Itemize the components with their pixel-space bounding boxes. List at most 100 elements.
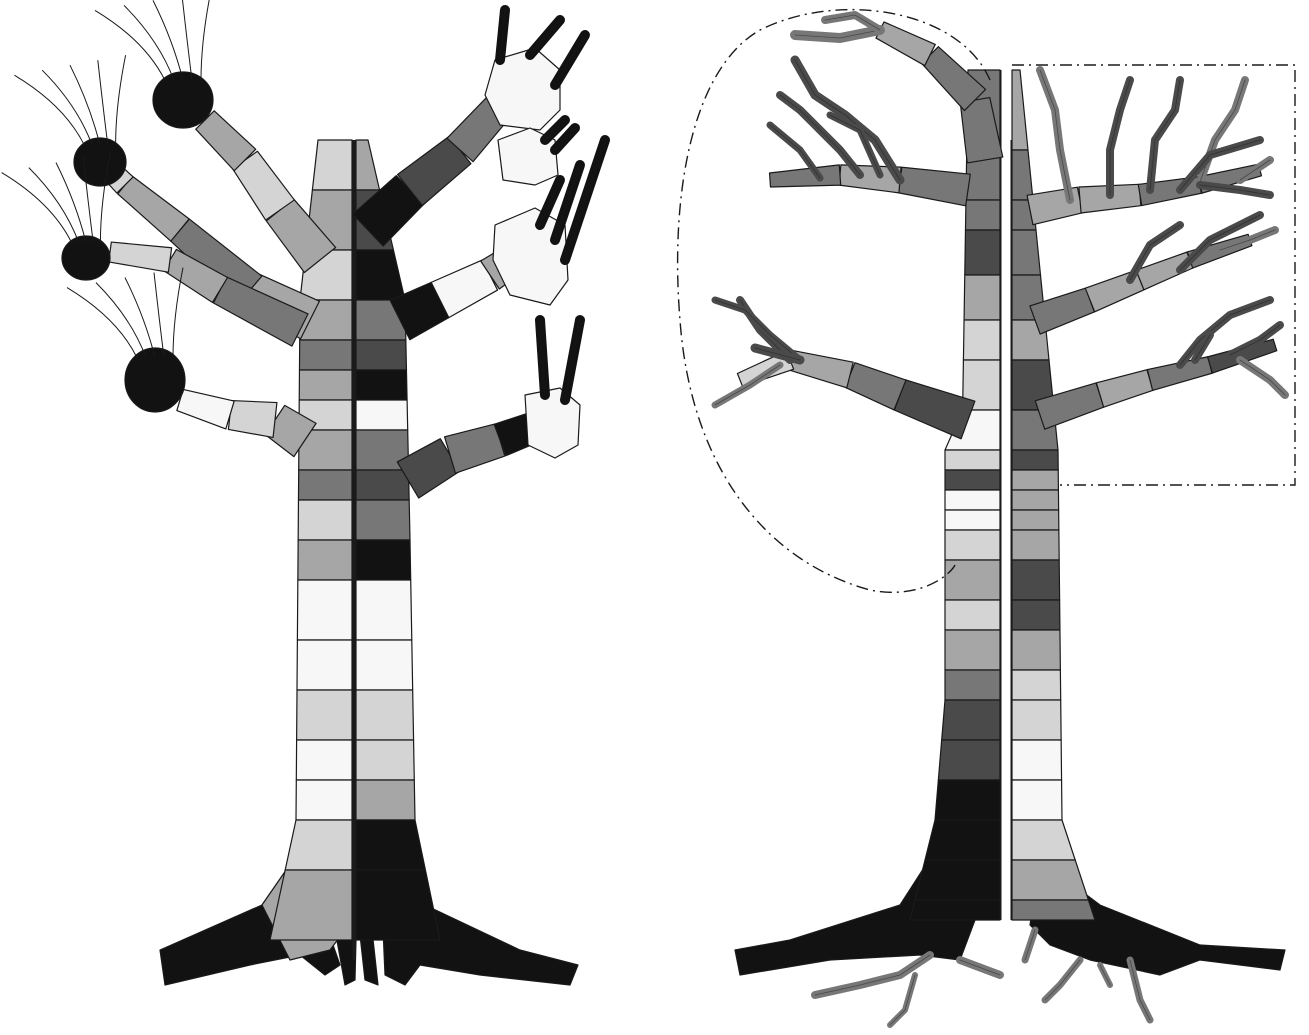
left-trunk-dark-band <box>356 640 413 690</box>
sprout-1-4 <box>116 55 126 145</box>
r-right-branch-0 <box>1027 187 1082 224</box>
r-trunk-right-band <box>1012 780 1062 820</box>
r-trunk-left-band <box>945 470 1000 490</box>
r-top-leader <box>876 22 935 66</box>
sprout-0-3 <box>182 0 192 80</box>
right-tree-panel <box>678 10 1295 1025</box>
sprout-0-0 <box>95 10 165 80</box>
left-trunk-light-band <box>270 870 352 940</box>
r-left-branch-0 <box>770 165 841 187</box>
r-trunk-left-band <box>938 740 1000 780</box>
left-trunk-light-band <box>296 780 352 820</box>
stub-shoot-9-edge <box>565 320 580 400</box>
r-right-twig-3 <box>1200 80 1245 182</box>
sprout-1-1 <box>42 70 92 145</box>
r-root-twig-1-edge <box>960 960 1000 975</box>
left-trunk-dark-band <box>356 740 414 780</box>
r-trunk-left-band <box>945 490 1000 510</box>
left-trunk-light-band <box>312 140 352 190</box>
r-trunk-left-band <box>945 510 1000 530</box>
r-root-twig-5-edge <box>1100 965 1110 985</box>
sprout-1-0 <box>14 75 84 145</box>
r-left-branch-1 <box>845 363 906 410</box>
right-branch-2 <box>445 424 505 473</box>
left-trunk-light-band <box>299 370 352 400</box>
left-trunk-light-band <box>298 540 352 580</box>
left-branch-2 <box>109 242 172 272</box>
r-trunk-left-band <box>915 860 1000 900</box>
sprout-0-2 <box>153 0 183 80</box>
r-trunk-right-band <box>1012 470 1058 490</box>
left-trunk-dark-band <box>356 870 440 940</box>
left-trunk-dark-band <box>356 540 411 580</box>
r-right-branch-2 <box>1208 339 1277 373</box>
left-tree-panel <box>2 0 605 985</box>
left-trunk-dark-band <box>356 690 414 740</box>
r-trunk-left-band <box>945 670 1000 700</box>
r-left-twig-1 <box>780 95 860 175</box>
sprout-0-4 <box>201 0 211 80</box>
r-right-twig-2 <box>1150 80 1180 190</box>
left-trunk-dark-band <box>356 470 409 500</box>
r-top-twig-0 <box>795 30 880 38</box>
left-trunk-light-band <box>285 820 352 870</box>
r-trunk-right-band <box>1012 560 1060 600</box>
r-trunk-right-band <box>1012 820 1075 860</box>
left-trunk-dark-band <box>356 340 406 370</box>
left-branch-3 <box>228 401 277 438</box>
r-trunk-left-band <box>910 900 1000 920</box>
r-trunk-left-band <box>945 630 1000 670</box>
r-trunk-right-band <box>1012 670 1061 700</box>
sprout-1-2 <box>70 65 100 145</box>
left-trunk-dark-band <box>356 250 405 300</box>
r-right-twig-0 <box>1040 70 1070 200</box>
sprout-3-1 <box>96 283 146 358</box>
left-trunk-light-band <box>298 500 352 540</box>
r-trunk-right-band <box>1012 70 1028 150</box>
left-trunk-dark-band <box>356 580 412 640</box>
r-trunk-right-band <box>1012 490 1059 510</box>
r-trunk-right-band <box>1012 740 1062 780</box>
left-trunk-dark-band <box>356 500 410 540</box>
r-trunk-left-band <box>963 320 1000 360</box>
r-trunk-left-band <box>965 230 1000 275</box>
r-trunk-right-band <box>1012 450 1058 470</box>
left-trunk-light-band <box>297 580 352 640</box>
left-trunk-dark-band <box>356 140 380 190</box>
r-root-twig-2 <box>890 975 915 1025</box>
sprout-2-1 <box>29 168 79 243</box>
left-trunk-light-band <box>296 740 352 780</box>
sprout-1-3 <box>98 60 108 145</box>
r-trunk-left-band <box>945 560 1000 600</box>
r-right-twig-12 <box>1240 360 1285 395</box>
sprout-3-0 <box>67 288 137 358</box>
r-trunk-right-band <box>1012 630 1060 670</box>
r-left-branch-0 <box>898 167 970 206</box>
r-trunk-right-band <box>1012 150 1033 200</box>
r-right-branch-2 <box>1096 370 1153 407</box>
left-trunk-dark-band <box>356 400 408 430</box>
left-trunk-dark-band <box>356 820 425 870</box>
r-trunk-right-band <box>1012 230 1041 275</box>
sprout-0-1 <box>124 5 174 80</box>
left-trunk-light-band <box>298 470 352 500</box>
left-trunk-light-band <box>297 690 352 740</box>
r-trunk-right-band <box>1012 600 1060 630</box>
r-top-twig-1 <box>825 15 880 30</box>
sprout-3-2 <box>125 278 155 358</box>
sprout-3-3 <box>154 273 164 358</box>
light-knob-3 <box>525 388 580 458</box>
r-trunk-right-band <box>1012 510 1059 530</box>
r-trunk-left-band <box>945 530 1000 560</box>
r-trunk-left-band <box>935 780 1000 820</box>
r-trunk-right-band <box>1012 530 1059 560</box>
r-trunk-left-band <box>925 820 1000 860</box>
stub-shoot-2-edge <box>555 35 585 85</box>
left-trunk-dark-band <box>356 370 407 400</box>
left-trunk-light-band <box>297 640 352 690</box>
r-trunk-left-band <box>945 450 1000 470</box>
r-trunk-left-band <box>965 200 1000 230</box>
left-branch-3 <box>177 389 234 428</box>
r-trunk-right-band <box>1012 700 1061 740</box>
